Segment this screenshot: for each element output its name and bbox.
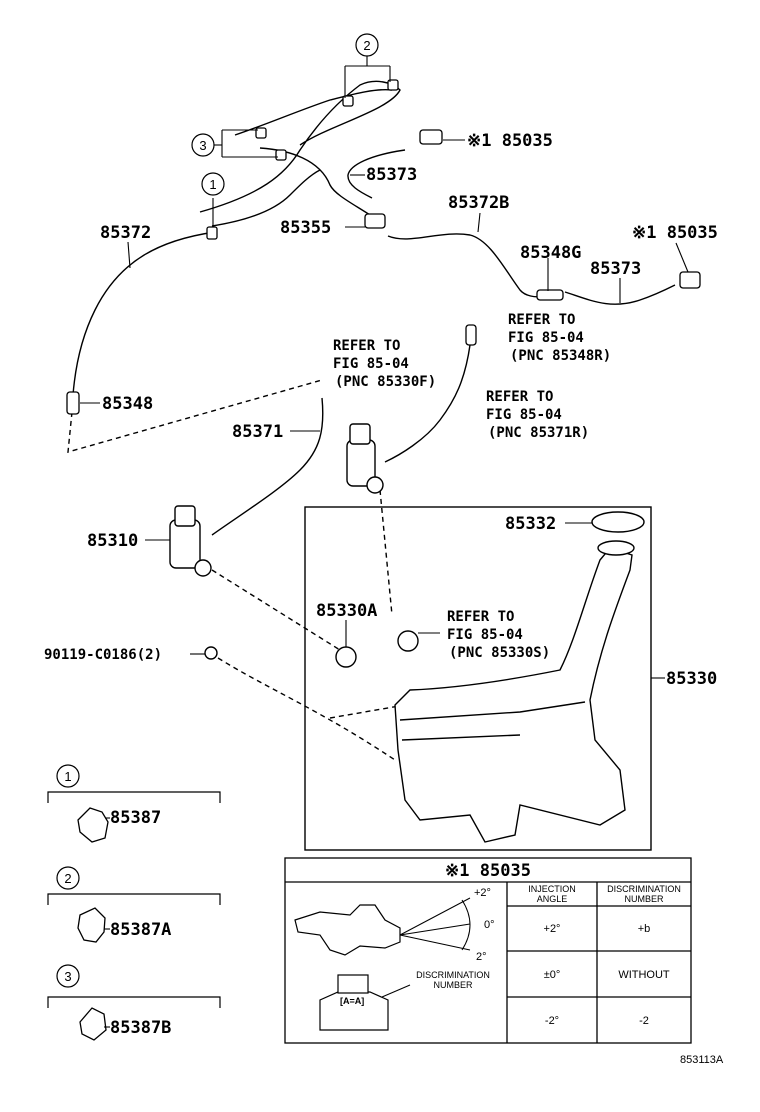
legend-callout-2-label: 2 [64,871,71,886]
grommet-85330A [335,646,357,668]
refer-note-85330S: REFER TO FIG 85-04 (PNC 85330S) [447,609,550,661]
angle-label-0: 0° [484,919,495,931]
label-85372B: 85372B [448,193,509,213]
row1-angle: +2° [544,923,561,935]
col-discrimination-header-2: NUMBER [624,894,664,904]
hose-85373-right [564,284,676,305]
legend-callout-3 [56,964,80,988]
pump-85330F [346,423,384,494]
discrimination-label-2: NUMBER [433,980,473,990]
hose-top-loop [199,80,401,213]
refer-note-85348R: REFER TO FIG 85-04 (PNC 85348R) [508,312,611,364]
callout-1 [201,172,225,196]
nozzle-detail [294,904,401,1031]
svg-text:FIG 85-04: FIG 85-04 [447,627,523,643]
detail-table [284,857,692,1044]
joint-85348R [465,324,477,346]
figure-id: 853113A [680,1054,724,1066]
svg-text:FIG 85-04: FIG 85-04 [486,407,562,423]
cap-85332 [591,511,645,533]
row3-angle: -2° [545,1015,559,1027]
bolt-90119 [204,646,218,660]
pump-85310 [169,505,212,577]
svg-text:FIG 85-04: FIG 85-04 [333,356,409,372]
svg-text:(PNC 85330F): (PNC 85330F) [335,374,436,390]
hose-85372B [387,233,546,298]
svg-text:REFER TO: REFER TO [486,389,553,405]
svg-text:(PNC 85330S): (PNC 85330S) [449,645,550,661]
refer-note-85371R: REFER TO FIG 85-04 (PNC 85371R) [486,389,589,441]
row2-angle: ±0° [544,969,561,981]
col-discrimination-header-1: DISCRIMINATION [607,884,681,894]
label-85310: 85310 [87,531,138,551]
label-85387A: 85387A [110,920,171,940]
col-injection-angle-header-1: INJECTION [528,884,576,894]
discrimination-stamp: [A=A] [340,996,364,1006]
joint-85355 [364,213,386,229]
hose-85372-main [72,231,216,396]
nozzle-85035-top [419,129,443,145]
callout-1-label: 1 [209,177,216,192]
label-85355: 85355 [280,218,331,238]
label-85371: 85371 [232,422,283,442]
legend-callout-1-label: 1 [64,769,71,784]
col-injection-angle-header-2: ANGLE [537,894,568,904]
refer-note-85330F: REFER TO FIG 85-04 (PNC 85330F) [333,338,436,390]
svg-text:REFER TO: REFER TO [508,312,575,328]
callout-2 [355,33,379,57]
row3-number: -2 [639,1015,649,1027]
joint-85348 [66,391,80,415]
angle-label-2: 2° [476,951,487,963]
detail-title: ※1 85035 [445,861,531,881]
callout-3 [191,133,215,157]
joint-85348G [536,289,564,301]
label-85348G: 85348G [520,243,581,263]
label-85035-top: ※1 85035 [467,131,553,151]
callout-3-label: 3 [199,138,206,153]
discrimination-label-1: DISCRIMINATION [416,970,490,980]
svg-text:REFER TO: REFER TO [333,338,400,354]
hose-85372-upper [234,88,393,136]
hose-85371R [384,344,471,463]
callout-2-label: 2 [363,38,370,53]
label-85348: 85348 [102,394,153,414]
label-85035-right: ※1 85035 [632,223,718,243]
label-85330: 85330 [666,669,717,689]
label-85373-right: 85373 [590,259,641,279]
clip-85387B [79,1007,107,1041]
svg-text:FIG 85-04: FIG 85-04 [508,330,584,346]
svg-text:REFER TO: REFER TO [447,609,514,625]
legend-callout-3-label: 3 [64,969,71,984]
hose-85371 [211,397,324,536]
angle-label-plus2: +2° [474,887,491,899]
label-85373-top: 85373 [366,165,417,185]
label-85387B: 85387B [110,1018,171,1038]
nozzle-85035-right [679,271,701,289]
legend-callout-1 [56,764,80,788]
hose-85372-main-b [211,169,321,227]
label-90119: 90119-C0186(2) [44,647,162,663]
hose-85373-top [347,149,406,199]
label-85372: 85372 [100,223,151,243]
washer-tank [394,540,635,843]
label-85332: 85332 [505,514,556,534]
svg-text:(PNC 85348R): (PNC 85348R) [510,348,611,364]
row1-number: +b [638,923,651,935]
grommet-85330S [397,630,419,652]
legend-callout-2 [56,866,80,890]
label-85387: 85387 [110,808,161,828]
clip-85387 [77,807,109,843]
svg-text:(PNC 85371R): (PNC 85371R) [488,425,589,441]
label-85330A: 85330A [316,601,377,621]
row2-number: WITHOUT [618,969,670,981]
clip-85387A [77,907,106,943]
clamp-1 [206,226,218,240]
